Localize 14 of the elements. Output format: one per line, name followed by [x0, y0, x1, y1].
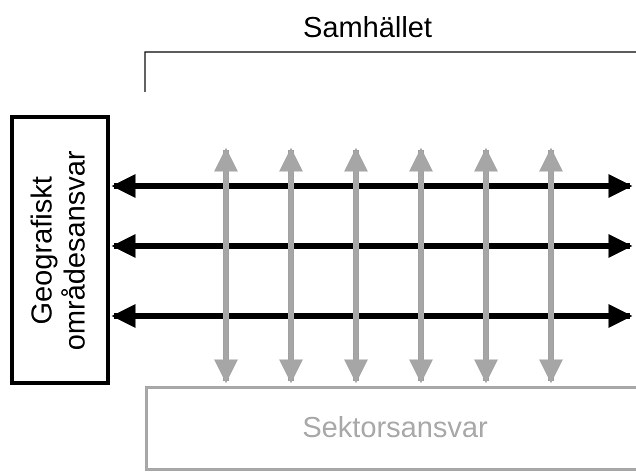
- node-text: Geografiskt områdesansvar: [26, 149, 93, 352]
- double-arrow: [279, 148, 303, 384]
- node-text: Sektorsansvar: [302, 412, 488, 446]
- rotated-label-box: [10, 115, 110, 385]
- heading: Samhället: [303, 12, 432, 45]
- double-arrow: [409, 148, 433, 384]
- double-arrow: [112, 234, 632, 258]
- double-arrow: [344, 148, 368, 384]
- double-arrow: [112, 304, 632, 328]
- label-box: [145, 386, 636, 471]
- double-arrow: [474, 148, 498, 384]
- double-arrow: [539, 148, 563, 384]
- double-arrow: [214, 148, 238, 384]
- double-arrow: [112, 174, 632, 198]
